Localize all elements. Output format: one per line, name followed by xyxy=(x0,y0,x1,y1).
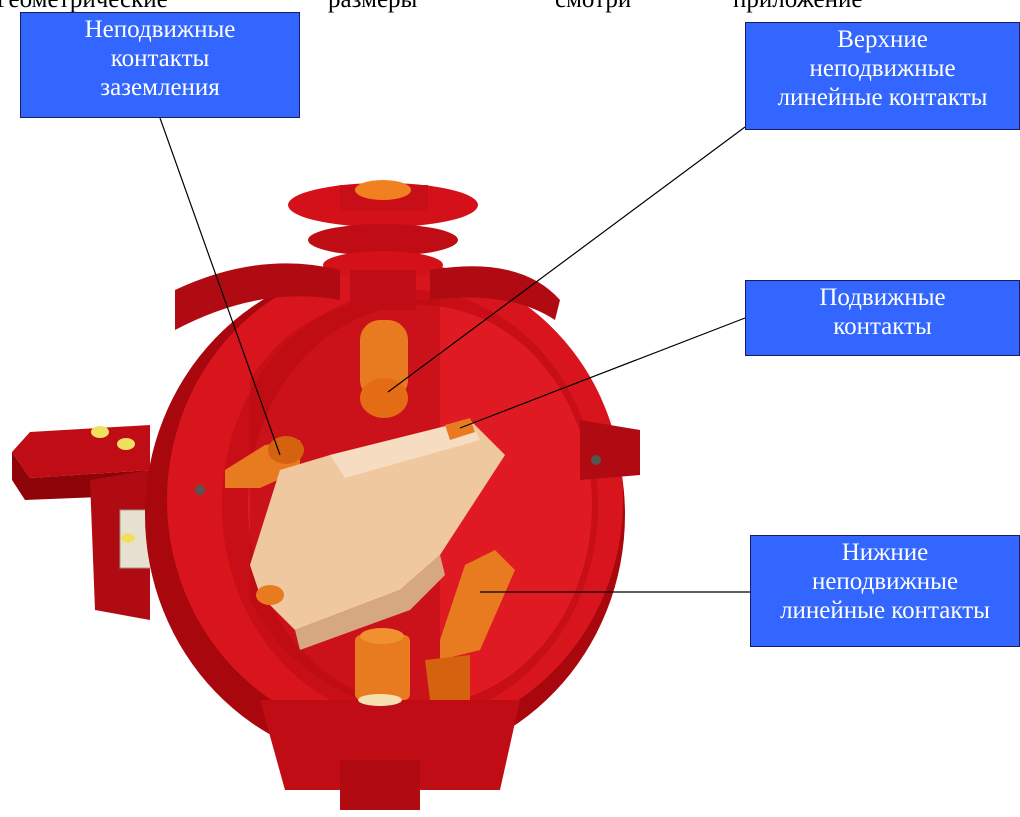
callout-upper-fixed-contacts: Верхние неподвижные линейные контакты xyxy=(745,22,1020,130)
callout-lower-line-3: линейные контакты xyxy=(751,596,1019,625)
callout-upper-line-2: неподвижные xyxy=(746,54,1019,83)
callout-lower-fixed-contacts: Нижние неподвижные линейные контакты xyxy=(750,535,1020,647)
upper-fixed-contact xyxy=(360,320,408,418)
callout-moving-contacts: Подвижные контакты xyxy=(745,280,1020,356)
callout-lower-line-1: Нижние xyxy=(751,538,1019,567)
callout-upper-line-3: линейные контакты xyxy=(746,83,1019,112)
callout-moving-line-1: Подвижные xyxy=(746,283,1019,312)
callout-upper-line-1: Верхние xyxy=(746,25,1019,54)
callout-moving-line-2: контакты xyxy=(746,312,1019,341)
callout-ground-line-1: Неподвижные xyxy=(21,15,299,44)
left-mounting-bracket xyxy=(12,425,162,620)
callout-ground-contacts: Неподвижные контакты заземления xyxy=(20,12,300,118)
callout-ground-line-2: контакты xyxy=(21,44,299,73)
callout-ground-line-3: заземления xyxy=(21,73,299,102)
callout-lower-line-2: неподвижные xyxy=(751,567,1019,596)
